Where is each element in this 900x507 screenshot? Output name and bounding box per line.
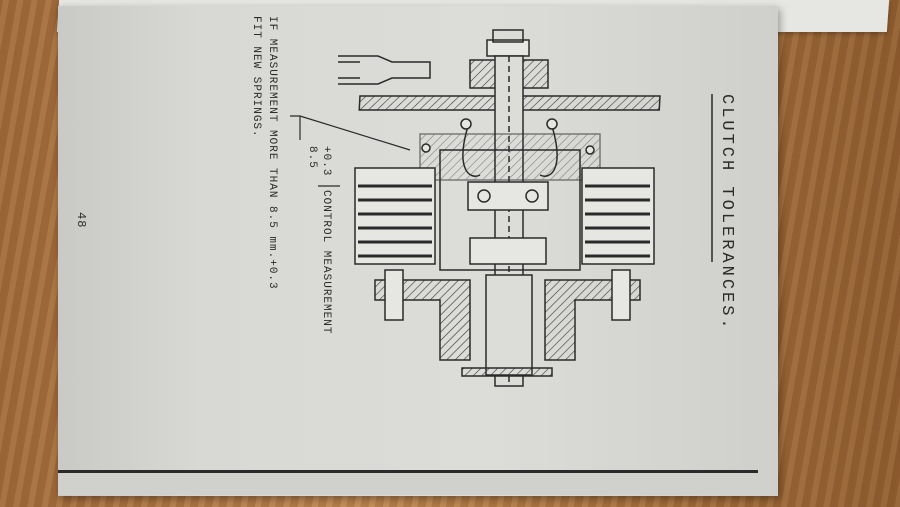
page-edge (58, 470, 758, 495)
dimension-tolerance: +0.3 (320, 146, 332, 177)
note-line-2: FIT NEW SPRINGS. (250, 16, 262, 138)
note-line-1: IF MEASUREMENT MORE THAN 8.5 mm.+0.3 (266, 16, 278, 290)
page-title: CLUTCH TOLERANCES. (717, 94, 736, 332)
dimension-value: 8.5 (306, 146, 318, 169)
page-number: 48 (74, 212, 88, 229)
control-measurement-label: CONTROL MEASUREMENT (320, 190, 332, 335)
